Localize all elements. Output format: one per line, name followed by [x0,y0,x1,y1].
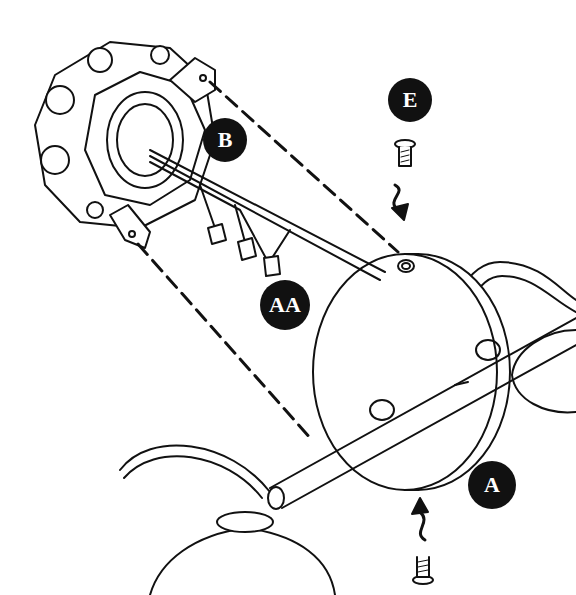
callout-circle: A [468,461,516,509]
callout-circle: B [203,118,247,162]
callout-letter: E [403,89,418,111]
callout-letter: A [484,474,500,496]
callout-letter: B [218,129,233,151]
callout-circle: AA [260,280,310,330]
callout-letter: AA [269,294,301,316]
callout-circle: E [388,78,432,122]
